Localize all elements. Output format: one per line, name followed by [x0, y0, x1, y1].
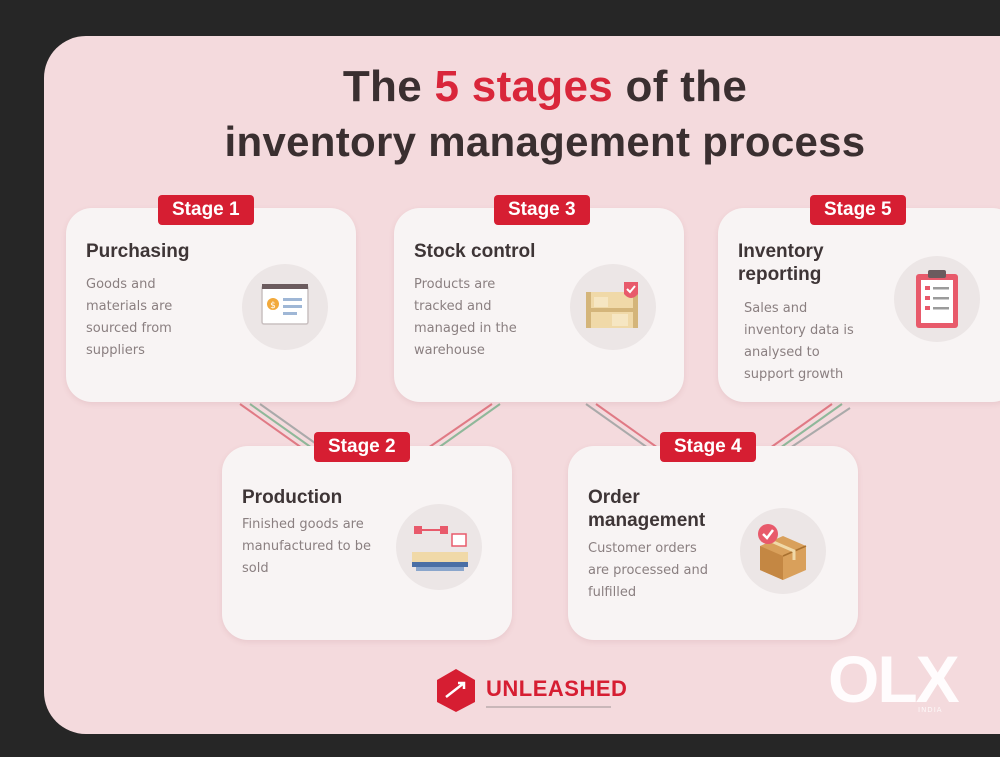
- stage-title: Inventory reporting: [738, 241, 824, 285]
- brand-name: UNLEASHED: [486, 676, 628, 701]
- title-prefix: The: [342, 62, 435, 111]
- stage-description: Customer orders are processed and fulfil…: [588, 541, 708, 600]
- stage-title: Production: [242, 487, 343, 508]
- stage-badge: Stage 4: [660, 432, 756, 462]
- stage-title: Purchasing: [86, 241, 190, 262]
- package-icon: [740, 508, 826, 594]
- title-suffix: of the: [613, 62, 748, 111]
- stage-card-2: Production Finished goods are manufactur…: [222, 446, 512, 640]
- stage-description: Products are tracked and managed in the …: [414, 277, 517, 358]
- stage-description: Goods and materials are sourced from sup…: [86, 277, 173, 358]
- stage-card-4: Order management Customer orders are pro…: [568, 446, 858, 640]
- title-highlight: 5 stages: [434, 62, 614, 111]
- stage-badge: Stage 2: [314, 432, 410, 462]
- stage-badge: Stage 5: [810, 195, 906, 225]
- svg-text:$: $: [270, 301, 276, 311]
- stage-badge: Stage 1: [158, 195, 254, 225]
- connector-4-5: [769, 403, 833, 449]
- clipboard-icon: [894, 256, 980, 342]
- stage-description: Finished goods are manufactured to be so…: [242, 517, 372, 576]
- olx-logo-sub: INDIA: [918, 706, 943, 714]
- stage-title: Stock control: [414, 241, 536, 262]
- invoice-icon: $: [242, 264, 328, 350]
- page-title: The 5 stages of the: [0, 62, 1000, 112]
- connector-1-2: [239, 403, 303, 449]
- brand-underline: [486, 706, 611, 708]
- stage-card-5: Inventory reporting Sales and inventory …: [718, 208, 1000, 402]
- connector-3-4: [585, 403, 649, 449]
- stage-card-3: Stock control Products are tracked and m…: [394, 208, 684, 402]
- stage-description: Sales and inventory data is analysed to …: [744, 301, 854, 382]
- unleashed-logo: UNLEASHED: [432, 666, 652, 716]
- conveyor-icon: [396, 504, 482, 590]
- connector-2-3: [427, 403, 493, 449]
- stage-badge: Stage 3: [494, 195, 590, 225]
- unleashed-hexagon-icon: [437, 669, 475, 712]
- stage-title: Order management: [588, 487, 706, 531]
- olx-logo-text: OLX: [828, 642, 960, 716]
- page-subtitle: inventory management process: [224, 118, 866, 165]
- olx-watermark: OLX INDIA: [828, 646, 968, 716]
- stage-card-1: Purchasing Goods and materials are sourc…: [66, 208, 356, 402]
- shelf-icon: [570, 264, 656, 350]
